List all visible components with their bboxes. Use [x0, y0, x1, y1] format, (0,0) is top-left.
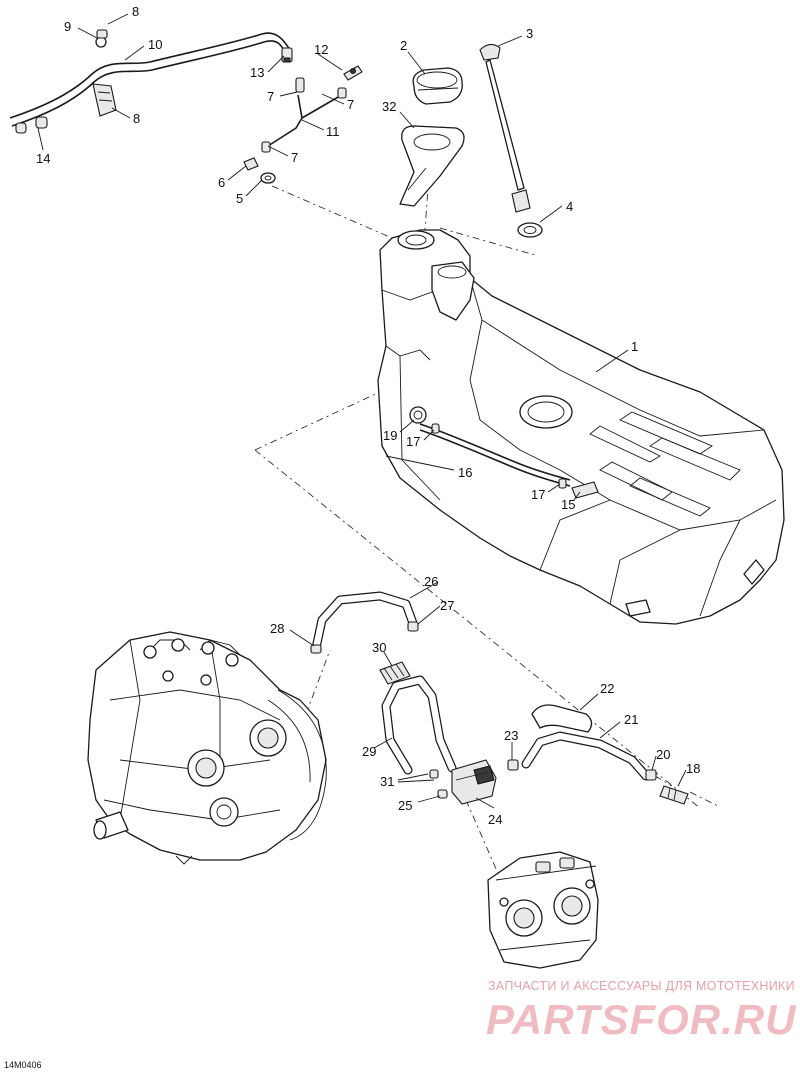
clamp-20: [645, 769, 657, 781]
elbow-6: [243, 157, 259, 171]
fuel-cap-2: [412, 67, 463, 105]
grommet-4: [517, 222, 543, 238]
impulse-hose-26: [311, 591, 419, 653]
callout-13: 13: [250, 65, 264, 80]
sleeve-22: [531, 704, 593, 733]
callout-23: 23: [504, 728, 518, 743]
vent-connector-9: [95, 29, 108, 48]
callout-28: 28: [270, 621, 284, 636]
fuel-pump-24: [451, 759, 497, 805]
clamp-17b: [558, 478, 567, 489]
spring-30: [379, 661, 411, 685]
fuel-tank-1: [377, 229, 785, 625]
watermark-tagline: ЗАПЧАСТИ И АКСЕССУАРЫ ДЛЯ МОТОТЕХНИКИ: [488, 979, 795, 993]
watermark: ЗАПЧАСТИ И АКСЕССУАРЫ ДЛЯ МОТОТЕХНИКИ PA…: [486, 979, 797, 1043]
callout-7-a: 7: [267, 89, 274, 104]
callout-16: 16: [458, 465, 472, 480]
fitting-18: [659, 785, 689, 805]
callout-30: 30: [372, 640, 386, 655]
grommet-19: [409, 406, 427, 424]
callout-9: 9: [64, 19, 71, 34]
hose-29: [381, 675, 457, 775]
callout-7-c: 7: [291, 150, 298, 165]
callout-18: 18: [686, 761, 700, 776]
grommet-5: [260, 172, 276, 184]
drawing-reference: 14M0406: [4, 1060, 42, 1070]
clamp-28: [310, 644, 322, 654]
callout-32: 32: [382, 99, 396, 114]
callout-19: 19: [383, 428, 397, 443]
callout-27: 27: [440, 598, 454, 613]
callout-20: 20: [656, 747, 670, 762]
callout-3: 3: [526, 26, 533, 41]
fuel-line-16: [419, 423, 571, 487]
check-valve-12: [343, 65, 363, 81]
callout-2: 2: [400, 38, 407, 53]
callout-4: 4: [566, 199, 573, 214]
y-fitting-11: [261, 77, 347, 153]
watermark-brand: PARTSFOR.RU: [486, 996, 797, 1043]
callout-8: 8: [133, 111, 140, 126]
leader-lines: [37, 13, 687, 809]
callout-7-b: 7: [347, 97, 354, 112]
callout-21: 21: [624, 712, 638, 727]
hose-clip-14a: [15, 122, 27, 134]
callout-12: 12: [314, 42, 328, 57]
callout-8-top: 8: [132, 4, 139, 19]
callout-5: 5: [236, 191, 243, 206]
callout-1: 1: [631, 339, 638, 354]
callout-22: 22: [600, 681, 614, 696]
callout-labels: 9 8 10 8 14 13 12 7 7 11 7 6 5 2 3 4 32 …: [36, 4, 700, 827]
callout-17-a: 17: [406, 434, 420, 449]
callout-24: 24: [488, 812, 502, 827]
clamp-17a: [431, 423, 440, 434]
fuel-gauge-dipstick-3: [479, 43, 531, 213]
hose-21: [521, 731, 651, 781]
callout-25: 25: [398, 798, 412, 813]
hose-clip-14b: [35, 116, 48, 129]
callout-29: 29: [362, 744, 376, 759]
vent-hose-assembly: [9, 29, 363, 184]
filler-support-32: [399, 125, 465, 207]
callout-17-b: 17: [531, 487, 545, 502]
clamp-27: [407, 621, 419, 632]
callout-11: 11: [326, 124, 340, 139]
clip-25: [437, 789, 448, 799]
carburetor-assembly: [487, 851, 599, 969]
engine-block: [87, 631, 327, 865]
callout-6: 6: [218, 175, 225, 190]
clamp-23: [507, 759, 519, 771]
retainer-8: [92, 83, 117, 117]
vent-valve-13: [281, 47, 293, 63]
callout-15: 15: [561, 497, 575, 512]
callout-31: 31: [380, 774, 394, 789]
fittings-31: [429, 769, 439, 779]
callout-26: 26: [424, 574, 438, 589]
callout-10: 10: [148, 37, 162, 52]
callout-14: 14: [36, 151, 50, 166]
